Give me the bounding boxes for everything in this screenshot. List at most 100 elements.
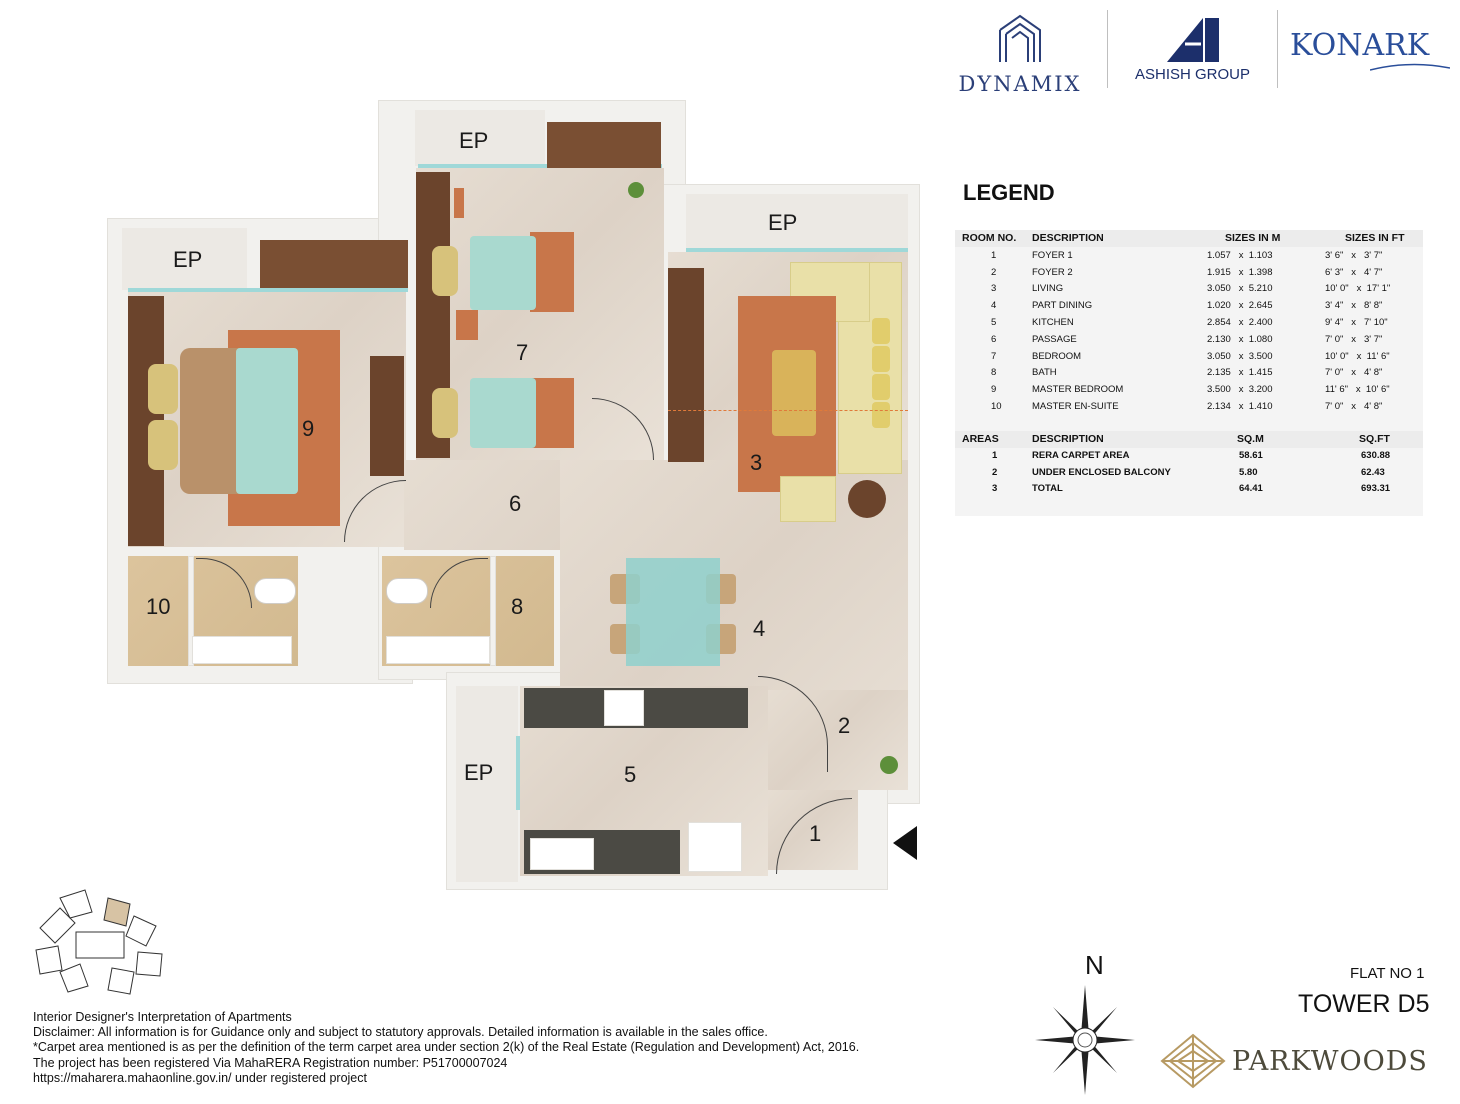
- pillow-master-1: [148, 364, 178, 414]
- room-size-m: 3.500 x 3.200: [1207, 384, 1273, 396]
- room-description: LIVING: [1032, 283, 1064, 295]
- wardrobe-bedroom: [547, 122, 661, 168]
- dining-table: [626, 558, 720, 666]
- area-no: 2: [992, 466, 998, 478]
- fridge: [688, 822, 742, 872]
- room-no: 10: [991, 401, 1002, 412]
- area-sqft: 62.43: [1361, 466, 1385, 478]
- logo-divider: [1277, 10, 1278, 88]
- disclaimer-line: Interior Designer's Interpretation of Ap…: [33, 1010, 292, 1024]
- bed-1-blanket: [530, 232, 574, 312]
- vanity-ensuite: [192, 636, 292, 664]
- area-sqft: 630.88: [1361, 449, 1391, 461]
- ep-label-bedroom: EP: [459, 128, 489, 153]
- konark-wordmark: KONARK: [1290, 28, 1430, 63]
- room-size-m: 1.020 x 2.645: [1207, 300, 1273, 312]
- room-number-5: 5: [624, 762, 637, 787]
- desk-master: [370, 356, 404, 476]
- living-dining-divider: [668, 410, 908, 411]
- legend-room-row: 9 MASTER BEDROOM 3.500 x 3.200 11' 6" x 10'…: [955, 382, 1423, 399]
- legend-room-header: ROOM NO. DESCRIPTION SIZES IN M SIZES IN…: [955, 230, 1423, 247]
- ep-bedroom: [415, 110, 545, 166]
- room-number-3: 3: [750, 450, 763, 475]
- pillow-bed-2: [432, 388, 458, 438]
- cushion-3: [872, 374, 890, 400]
- header-room-no: ROOM NO.: [962, 232, 1017, 244]
- toilet-ensuite: [254, 578, 296, 604]
- room-size-ft: 3' 6" x 3' 7": [1325, 249, 1383, 261]
- room-size-m: 2.135 x 1.415: [1207, 367, 1273, 379]
- kitchen-sink: [530, 838, 594, 870]
- legend-title: LEGEND: [963, 180, 1055, 205]
- room-number-1: 1: [809, 821, 822, 846]
- header-sizes-m: SIZES IN M: [1225, 232, 1281, 244]
- window-master: [128, 288, 408, 292]
- header-sizes-ft: SIZES IN FT: [1345, 232, 1405, 244]
- room-no: 5: [991, 317, 997, 328]
- room-description: BEDROOM: [1032, 350, 1082, 362]
- dynamix-logo: DYNAMIX: [955, 10, 1085, 96]
- window-bedroom: [418, 164, 662, 168]
- room-no: 8: [991, 367, 997, 379]
- armchair: [780, 476, 836, 522]
- ashish-mark-icon: [1167, 18, 1219, 62]
- room-size-ft: 7' 0" x 4' 8": [1325, 367, 1383, 379]
- room-no: 3: [991, 283, 997, 295]
- room-size-ft: 11' 6" x 10' 6": [1325, 384, 1390, 396]
- tv-unit: [668, 268, 704, 462]
- header-sqft: SQ.FT: [1359, 433, 1390, 445]
- bed-2-blanket: [530, 378, 574, 448]
- room-description: FOYER 2: [1032, 266, 1073, 278]
- room-no: 4: [991, 300, 997, 312]
- wall-ensuite-partition: [188, 556, 194, 666]
- area-description: TOTAL: [1032, 483, 1063, 495]
- room-size-ft: 10' 0" x 11' 6": [1325, 350, 1390, 362]
- room-description: MASTER EN-SUITE: [1032, 401, 1119, 412]
- room-size-ft: 7' 0" x 3' 7": [1325, 333, 1383, 345]
- toilet-bath: [386, 578, 428, 604]
- cushion-2: [872, 346, 890, 372]
- ep-kitchen: [456, 686, 518, 882]
- ep-living: [686, 194, 908, 249]
- logo-divider: [1107, 10, 1108, 88]
- stool-bedroom-2: [456, 310, 478, 340]
- disclaimer-line: *Carpet area mentioned is as per the def…: [33, 1040, 860, 1055]
- window-living: [686, 248, 908, 252]
- konark-logo: KONARK: [1290, 28, 1455, 78]
- disclaimer: Interior Designer's Interpretation of Ap…: [33, 1010, 859, 1086]
- ep-label-master: EP: [173, 247, 203, 272]
- room-size-m: 3.050 x 3.500: [1207, 350, 1273, 362]
- room-number-2: 2: [838, 713, 851, 738]
- konark-swoosh-icon: [1370, 63, 1450, 71]
- header-sqm: SQ.M: [1237, 433, 1264, 445]
- room-number-9: 9: [302, 416, 315, 441]
- room-description: MASTER BEDROOM: [1032, 384, 1124, 396]
- key-plan-highlight: [103, 897, 131, 927]
- room-size-m: 1.057 x 1.103: [1207, 249, 1273, 261]
- room-size-ft: 6' 3" x 4' 7": [1325, 266, 1383, 278]
- ep-label-living: EP: [768, 210, 798, 235]
- room-no: 9: [991, 384, 997, 396]
- room-size-ft: 10' 0" x 17' 1": [1325, 283, 1391, 295]
- area-no: 3: [992, 483, 998, 495]
- legend-table: ROOM NO. DESCRIPTION SIZES IN M SIZES IN…: [955, 230, 1423, 516]
- hob: [604, 690, 644, 726]
- flat-number: FLAT NO 1: [1350, 965, 1425, 982]
- disclaimer-line: The project has been registered Via Maha…: [33, 1055, 508, 1070]
- pillow-master-2: [148, 420, 178, 470]
- room-description: FOYER 1: [1032, 249, 1073, 261]
- plant-icon: [880, 756, 898, 774]
- plant-icon: [628, 182, 644, 198]
- wardrobe-master: [260, 240, 408, 288]
- cushion-4: [872, 402, 890, 428]
- ep-master: [122, 228, 247, 290]
- wall-bath-partition: [490, 556, 496, 666]
